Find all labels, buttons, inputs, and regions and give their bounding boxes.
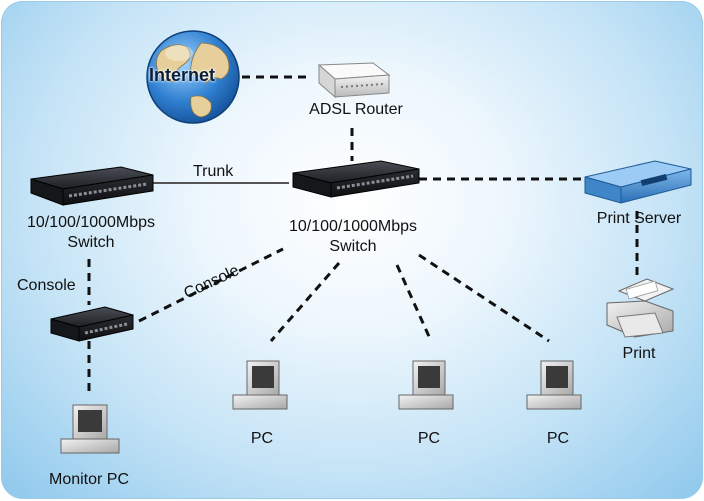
pc-3-icon — [526, 360, 582, 410]
link-core-pc-2 — [395, 264, 433, 342]
core-switch-speed: 10/100/1000Mbps — [288, 218, 418, 235]
print-server-icon — [584, 160, 692, 204]
pc-1-icon — [232, 360, 288, 410]
print-server-label: Print Server — [596, 210, 682, 227]
internet-globe-icon — [146, 30, 240, 124]
core-switch-type: Switch — [329, 238, 377, 255]
printer-icon — [606, 278, 675, 338]
connections — [87, 75, 639, 397]
pc-1-label: PC — [250, 430, 274, 447]
console-link-left-label: Console — [17, 277, 76, 294]
small-switch-icon — [50, 306, 134, 342]
adsl-router-icon — [317, 62, 391, 99]
pc-2-label: PC — [417, 430, 441, 447]
left-switch-speed: 10/100/1000Mbps — [26, 214, 156, 231]
link-core-pc-1 — [269, 262, 341, 342]
pc-3-label: PC — [546, 430, 570, 447]
monitor-pc-icon — [60, 404, 120, 454]
internet-label: Internet — [149, 65, 216, 85]
pc-2-icon — [398, 360, 454, 410]
left-switch-type: Switch — [67, 234, 115, 251]
printer-label: Print — [622, 345, 656, 362]
monitor-pc-label: Monitor PC — [48, 471, 130, 488]
left-switch-icon — [30, 166, 154, 206]
left-switch-label: 10/100/1000Mbps Switch — [27, 213, 155, 253]
trunk-link-label: Trunk — [193, 163, 234, 180]
adsl-router-label: ADSL Router — [309, 101, 403, 118]
core-switch-icon — [292, 160, 420, 198]
link-core-pc-3 — [418, 253, 550, 343]
core-switch-label: 10/100/1000Mbps Switch — [289, 217, 417, 257]
